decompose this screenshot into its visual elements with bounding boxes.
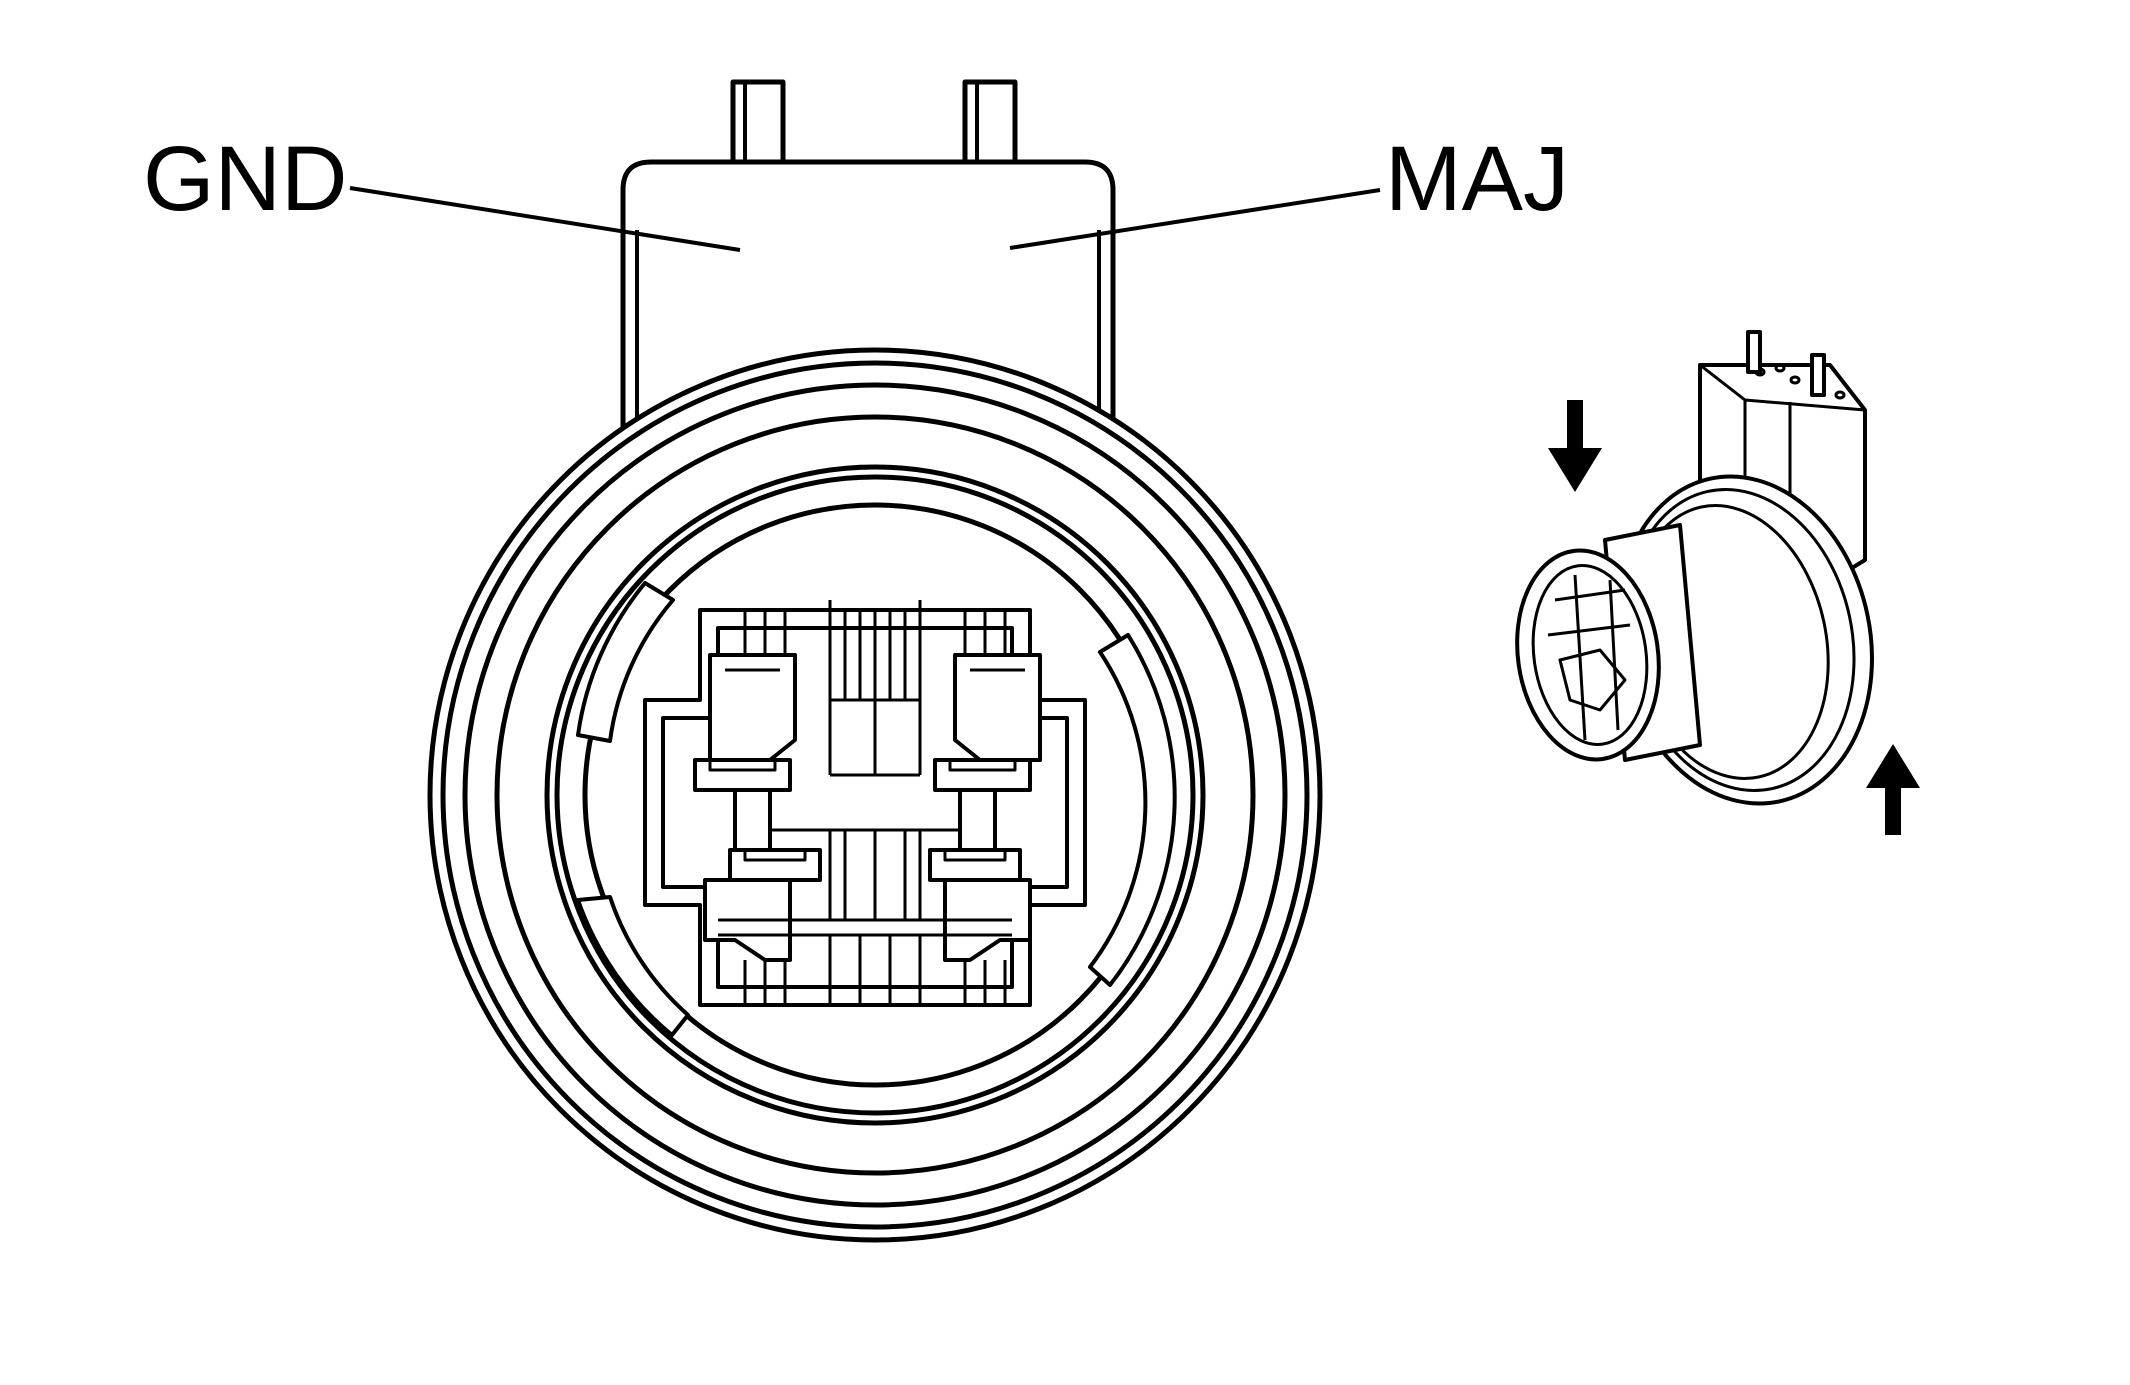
arrow-up-icon	[1866, 744, 1920, 835]
connector-front-view	[349, 79, 1381, 1243]
contact-cavity	[643, 600, 1087, 1007]
gnd-label: GND	[143, 128, 347, 230]
terminal-pins	[730, 79, 1018, 173]
arrow-down-icon	[1548, 400, 1602, 492]
maj-label: MAJ	[1385, 128, 1569, 230]
gnd-leader-line	[349, 186, 741, 252]
maj-leader-line	[1009, 188, 1381, 250]
connector-rings	[427, 347, 1323, 1243]
locking-tabs	[576, 581, 1177, 1037]
connector-isometric-view	[1515, 330, 1920, 835]
